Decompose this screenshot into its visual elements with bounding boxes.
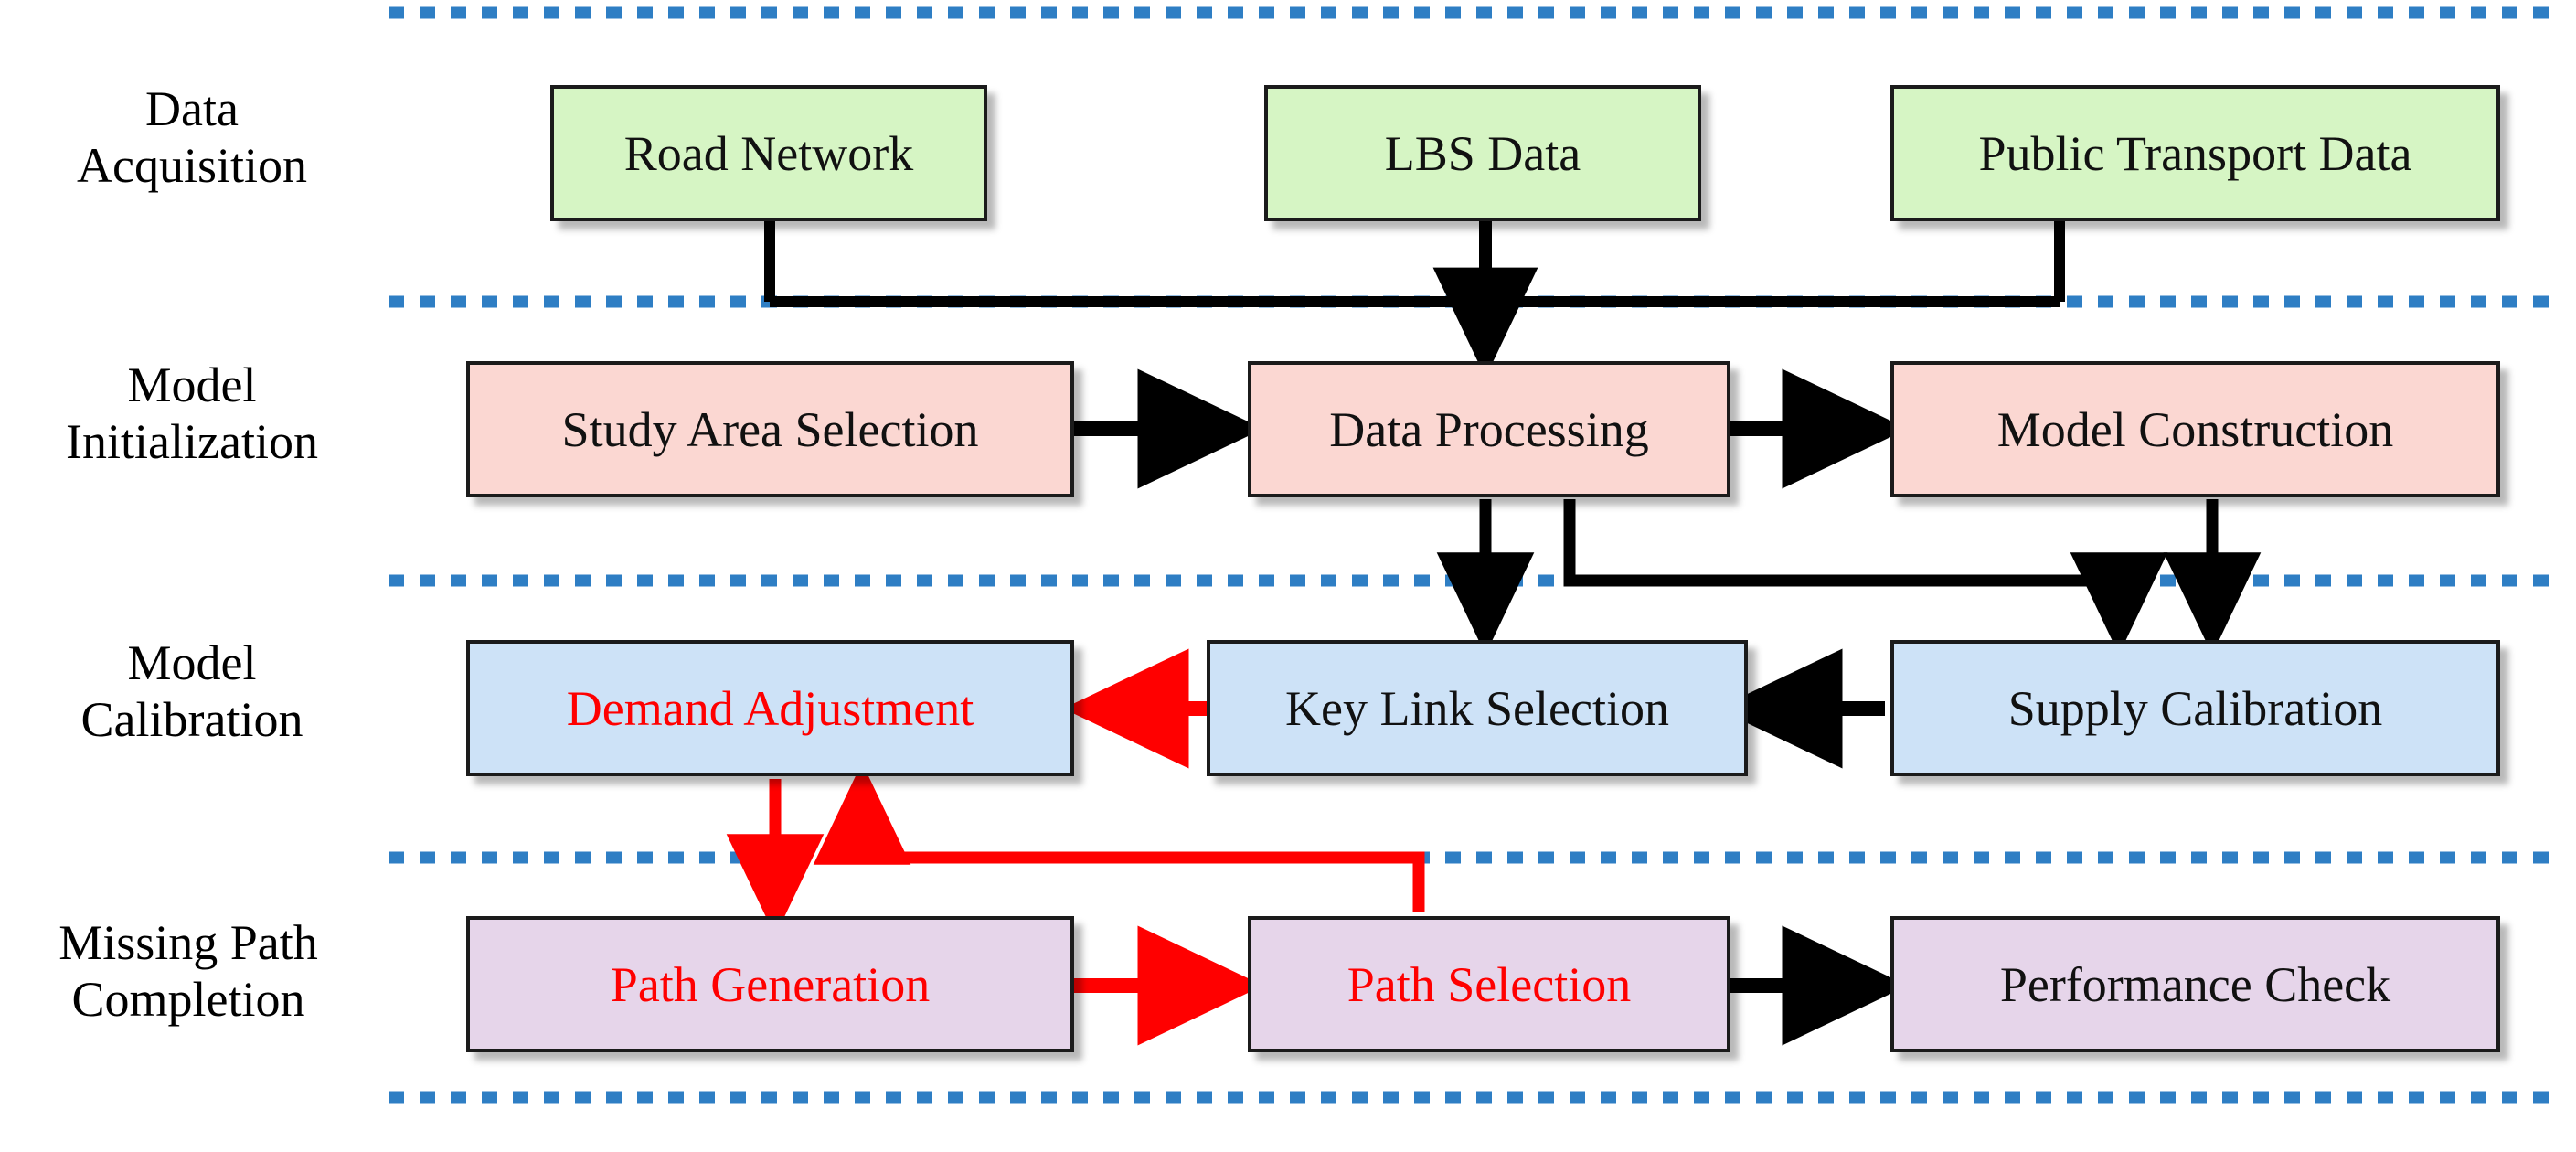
node-path-generation[interactable]: Path Generation <box>466 916 1074 1052</box>
node-label: Public Transport Data <box>1978 125 2412 181</box>
node-model-construction[interactable]: Model Construction <box>1890 361 2500 497</box>
node-label: Demand Adjustment <box>566 680 974 736</box>
node-key-link-selection[interactable]: Key Link Selection <box>1207 640 1748 776</box>
node-label: Path Selection <box>1347 956 1632 1012</box>
node-label: Key Link Selection <box>1285 680 1669 736</box>
node-supply-calibration[interactable]: Supply Calibration <box>1890 640 2500 776</box>
row-label-missing-path-completion: Missing Path Completion <box>59 915 318 1028</box>
node-label: Study Area Selection <box>561 401 979 457</box>
node-label: LBS Data <box>1384 125 1581 181</box>
node-label: Road Network <box>623 125 914 181</box>
node-path-selection[interactable]: Path Selection <box>1248 916 1730 1052</box>
node-lbs-data[interactable]: LBS Data <box>1264 85 1701 221</box>
node-performance-check[interactable]: Performance Check <box>1890 916 2500 1052</box>
edge-data-processing-to-supply <box>1563 499 2168 656</box>
node-label: Model Construction <box>1996 401 2394 457</box>
row-label-data-acquisition: Data Acquisition <box>77 81 307 194</box>
node-study-area-selection[interactable]: Study Area Selection <box>466 361 1074 497</box>
node-label: Data Processing <box>1329 401 1649 457</box>
row-label-model-initialization: Model Initialization <box>66 357 318 470</box>
node-demand-adjustment[interactable]: Demand Adjustment <box>466 640 1074 776</box>
node-data-processing[interactable]: Data Processing <box>1248 361 1730 497</box>
node-label: Supply Calibration <box>2007 680 2383 736</box>
row-label-model-calibration: Model Calibration <box>80 635 303 748</box>
node-label: Performance Check <box>1999 956 2391 1012</box>
node-public-transport-data[interactable]: Public Transport Data <box>1890 85 2500 221</box>
edge-path-selection-to-demand-adjustment <box>813 762 1425 912</box>
node-road-network[interactable]: Road Network <box>550 85 987 221</box>
node-label: Path Generation <box>610 956 931 1012</box>
